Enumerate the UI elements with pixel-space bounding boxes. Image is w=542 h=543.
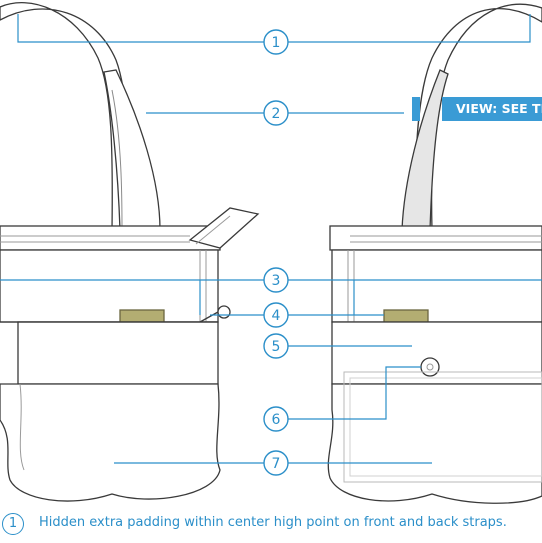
callout-4-label: 4 bbox=[272, 308, 281, 324]
right-bag-top-band bbox=[329, 225, 542, 251]
callout-5: 5 bbox=[263, 333, 289, 359]
callout-3-label: 3 bbox=[272, 273, 281, 289]
left-bag-top-band bbox=[0, 225, 221, 251]
callout-6-label: 6 bbox=[272, 412, 281, 428]
right-bag-hidden-pocket bbox=[343, 371, 542, 483]
callout-2-label: 2 bbox=[272, 106, 281, 122]
callout-1-label: 1 bbox=[272, 35, 281, 51]
left-bag-zipper-pull bbox=[217, 305, 231, 319]
callout-2: 2 bbox=[263, 100, 289, 126]
callout-1: 1 bbox=[263, 29, 289, 55]
left-bag bbox=[0, 2, 260, 502]
callout-7-label: 7 bbox=[272, 456, 281, 472]
left-bag-lower-pouch bbox=[0, 383, 221, 502]
callout-5-label: 5 bbox=[272, 339, 281, 355]
right-bag-cuff bbox=[331, 321, 542, 385]
footnote: 1 Hidden extra padding within center hig… bbox=[0, 513, 542, 539]
right-bag-upper-body bbox=[331, 249, 542, 323]
view-tag-tab bbox=[412, 97, 420, 121]
view-tag-banner: VIEW: SEE TH bbox=[442, 97, 542, 121]
right-bag-lower-pouch bbox=[327, 383, 542, 504]
footnote-text: Hidden extra padding within center high … bbox=[39, 515, 507, 530]
left-bag-upper-body bbox=[0, 249, 219, 323]
callout-3: 3 bbox=[263, 267, 289, 293]
callout-7: 7 bbox=[263, 450, 289, 476]
footnote-number: 1 bbox=[2, 513, 24, 535]
left-bag-cuff bbox=[17, 321, 219, 385]
left-bag-hang-tag bbox=[188, 207, 260, 249]
left-bag-handle bbox=[0, 2, 130, 231]
leader-lines bbox=[0, 14, 542, 464]
callout-bubbles: 1 2 3 4 5 6 7 bbox=[263, 29, 289, 476]
right-bag bbox=[327, 3, 542, 504]
left-bag-buckle bbox=[119, 309, 165, 323]
callout-6: 6 bbox=[263, 406, 289, 432]
right-bag-buckle bbox=[383, 309, 429, 323]
callout-4: 4 bbox=[263, 302, 289, 328]
